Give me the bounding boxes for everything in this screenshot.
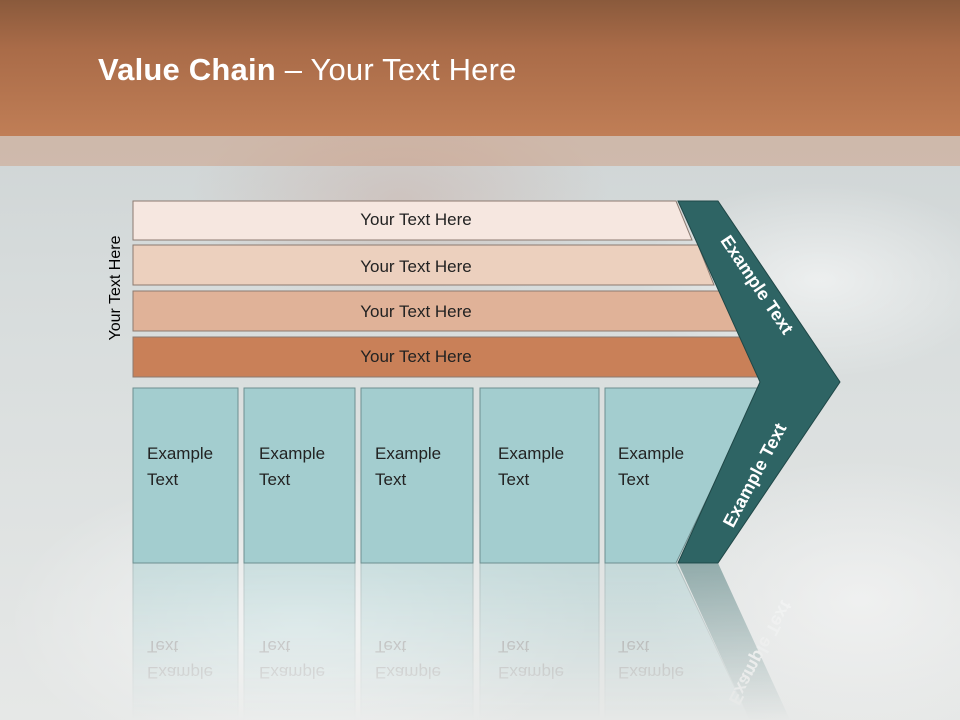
bar-4-label: Your Text Here <box>360 347 472 366</box>
cell-2-reflection <box>243 562 356 720</box>
cell-1-reflection-line1: Example <box>147 663 213 682</box>
cell-5-reflection-line2: Text <box>618 637 649 656</box>
cell-3-line1: Example <box>375 444 441 463</box>
cell-3-reflection-line1: Example <box>375 663 441 682</box>
cell-4-line2: Text <box>498 470 529 489</box>
slide-title: Value Chain – Your Text Here <box>98 52 517 88</box>
bar-1-label: Your Text Here <box>360 210 472 229</box>
cell-4 <box>479 387 600 564</box>
title-bold: Value Chain <box>98 52 276 87</box>
cell-5-line1: Example <box>618 444 684 463</box>
cell-1-line1: Example <box>147 444 213 463</box>
cell-5-line2: Text <box>618 470 649 489</box>
cell-3 <box>360 387 474 564</box>
cell-4-line1: Example <box>498 444 564 463</box>
cell-2 <box>243 387 356 564</box>
header-band <box>0 136 960 166</box>
cell-2-line2: Text <box>259 470 290 489</box>
header-bar <box>0 0 960 136</box>
bar-2-label: Your Text Here <box>360 257 472 276</box>
cell-5-reflection <box>604 562 751 720</box>
chevron-reflection <box>678 563 790 720</box>
cell-5-reflection-line1: Example <box>618 663 684 682</box>
bar-2 <box>132 244 715 286</box>
bar-1 <box>132 200 693 241</box>
cell-1-reflection-line2: Text <box>147 637 178 656</box>
cell-3-reflection-line2: Text <box>375 637 406 656</box>
cell-4-reflection-line2: Text <box>498 637 529 656</box>
cell-4-reflection <box>479 562 600 720</box>
bar-3-label: Your Text Here <box>360 302 472 321</box>
cell-4-reflection-line1: Example <box>498 663 564 682</box>
cell-3-line2: Text <box>375 470 406 489</box>
cell-1 <box>132 387 239 564</box>
title-rest: – Your Text Here <box>275 52 517 87</box>
cell-1-reflection <box>132 562 239 720</box>
cell-2-reflection-line2: Text <box>259 637 290 656</box>
chevron-arrow <box>677 200 841 564</box>
cell-2-line1: Example <box>259 444 325 463</box>
cell-3-reflection <box>360 562 474 720</box>
cell-2-reflection-line1: Example <box>259 663 325 682</box>
cell-1-line2: Text <box>147 470 178 489</box>
diagram-reflection: Example Text Example Text Example Text E… <box>132 562 796 720</box>
